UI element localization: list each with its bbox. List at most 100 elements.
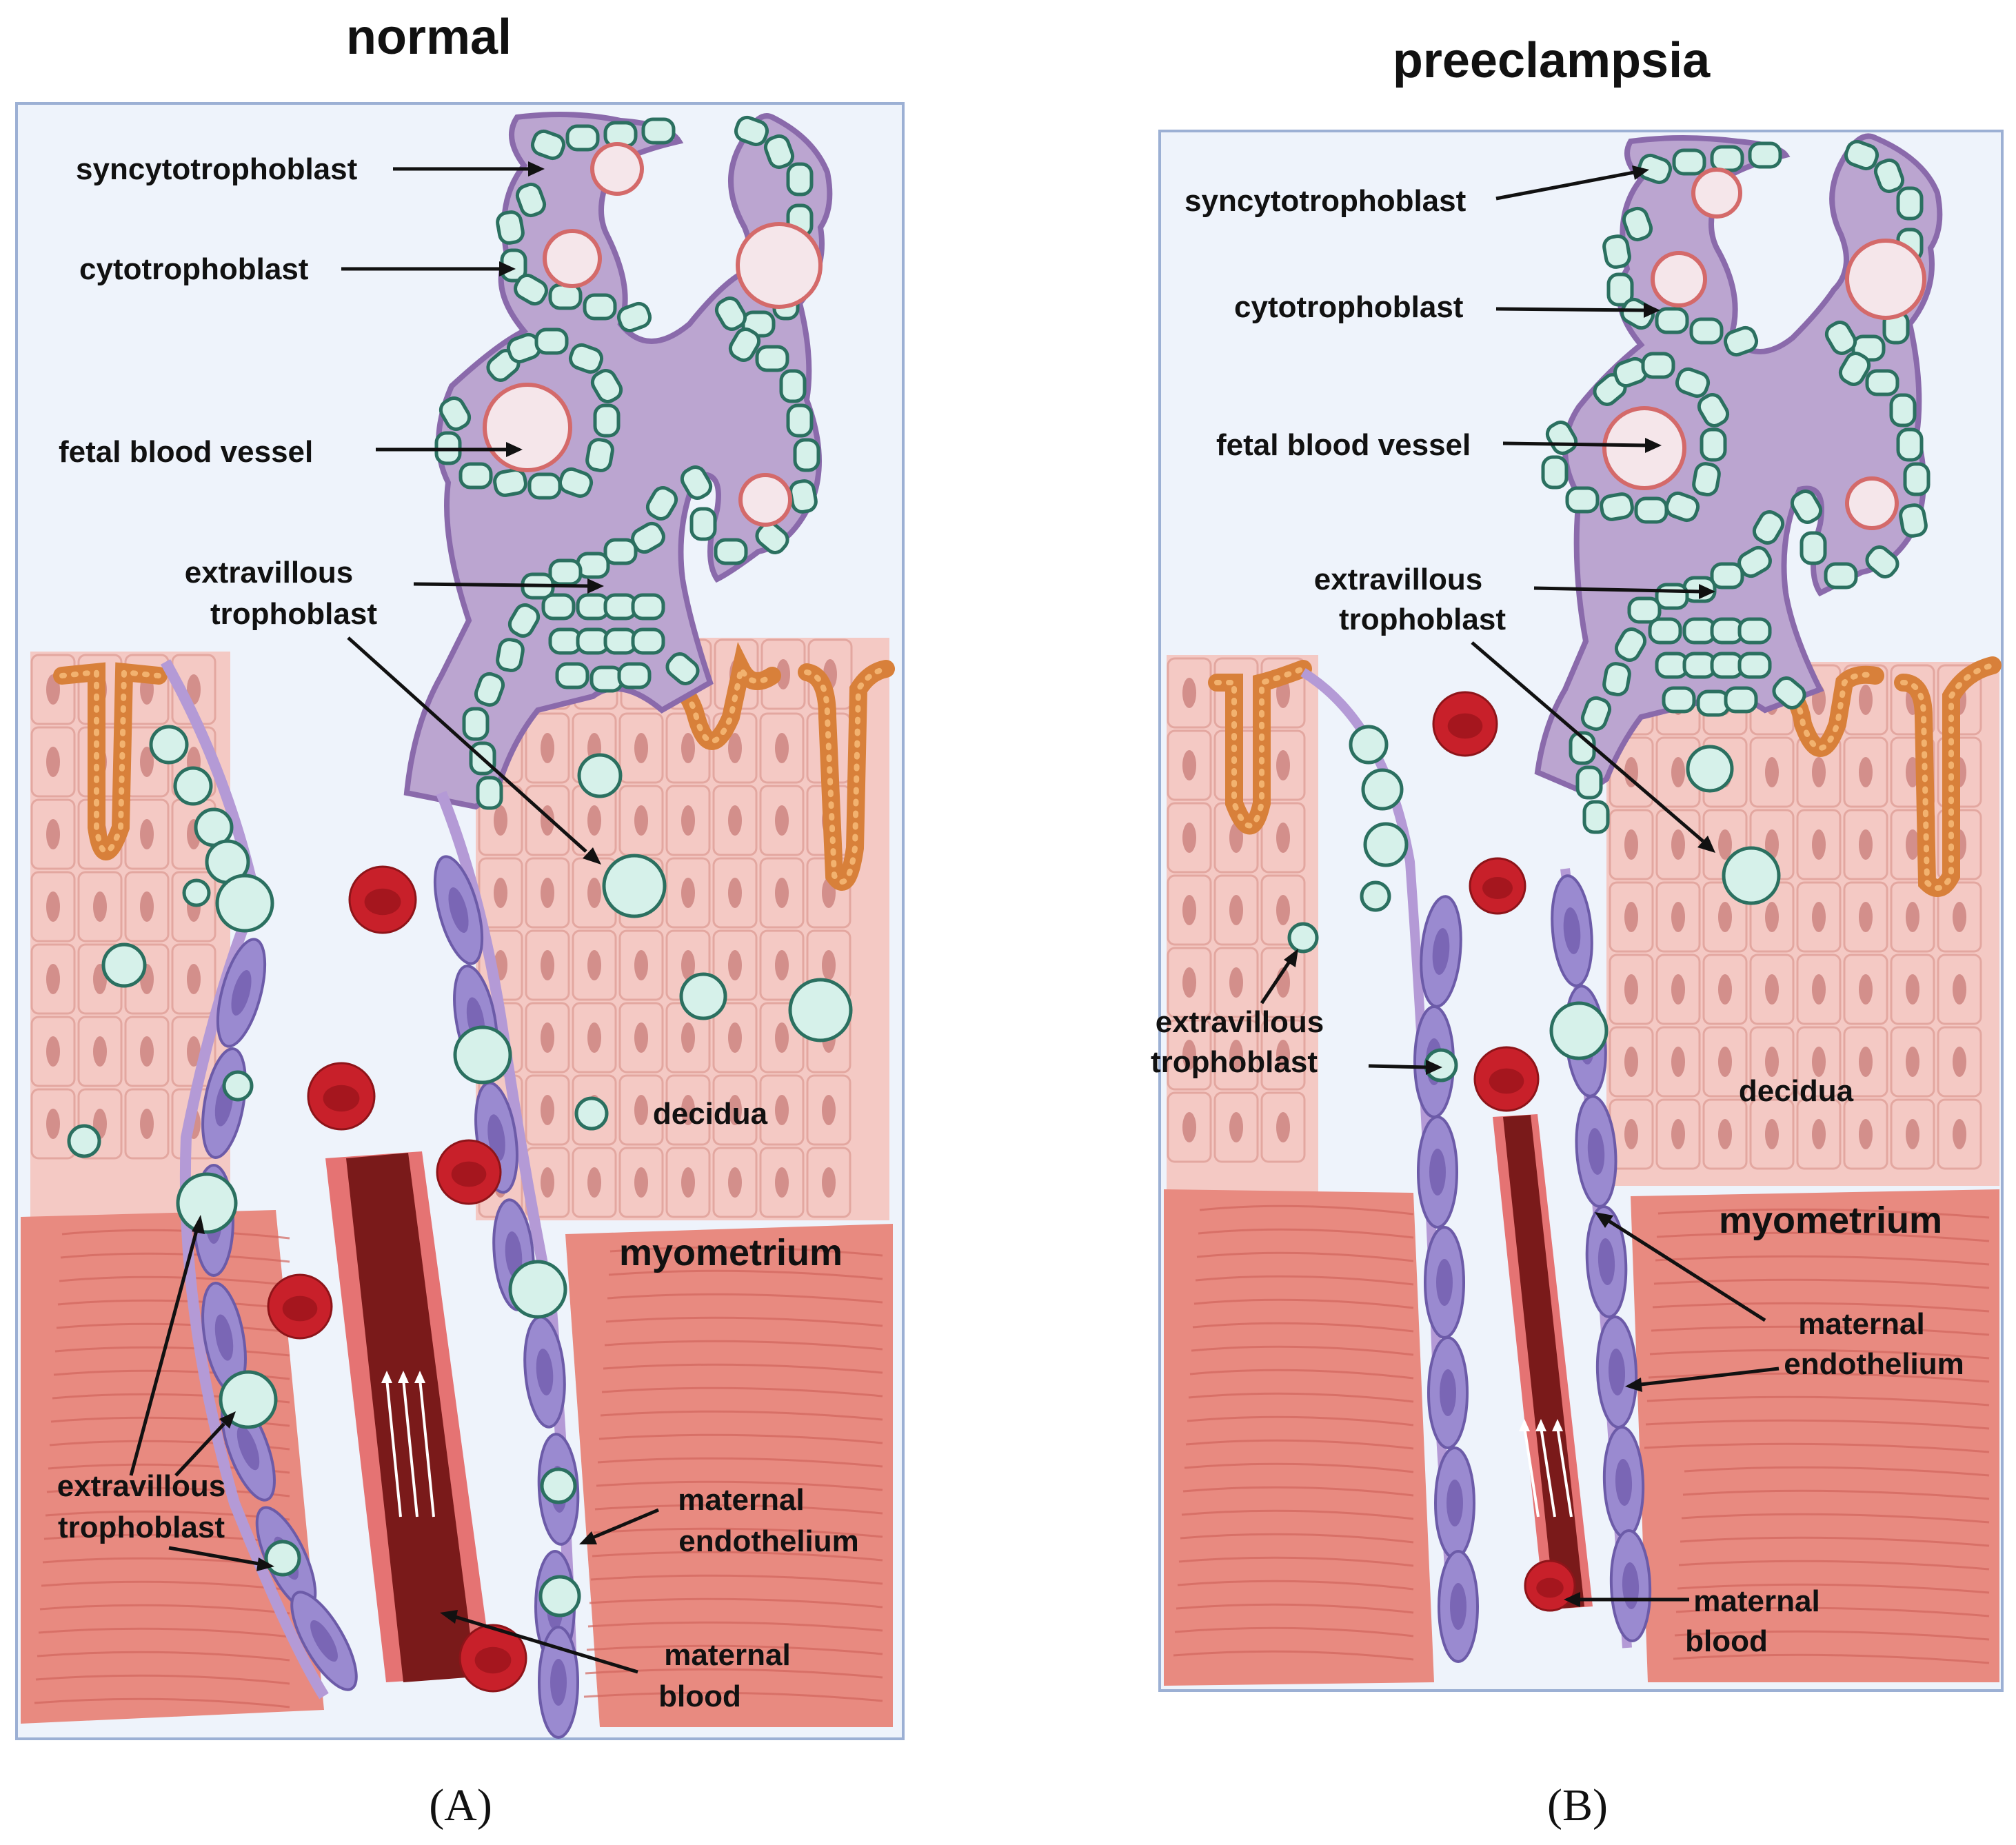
cytotrophoblast-cell [1737,617,1772,645]
caption-b: (B) [1547,1780,1608,1831]
blood-flow-arrows-a [381,1371,435,1518]
myometrium-fiber [61,1229,290,1240]
gland-a-3-cells [804,666,889,885]
myometrium-fiber [1656,1231,1990,1242]
myometrium-fiber [1649,1349,1990,1360]
decidua-nucleus [541,878,554,908]
decidua-nucleus [681,950,695,980]
decidua-nucleus [494,878,507,908]
label-b-myometrium: myometrium [1719,1200,1942,1241]
myometrium-fiber [1681,1513,1990,1524]
label-b-ev-top-2: trophoblast [1339,603,1506,636]
myometrium-fiber [1680,1536,1990,1547]
extravillous-cells-a [67,725,853,1617]
red-blood-cell-center [323,1085,360,1112]
flow-arrow [1556,1426,1573,1518]
cytotrophoblast-cell [474,672,505,707]
extravillous-cell [602,854,667,918]
cytotrophoblast-cell [583,293,617,321]
caption-b-text: (B) [1547,1780,1608,1831]
arrow-b-ev-top-1 [1533,586,1701,594]
cytotrophoblast-cell [1582,800,1610,834]
cytotrophoblast-cell [1697,393,1730,427]
decidua-nucleus [93,891,107,922]
decidua-nucleus [681,1095,695,1125]
gland-a-1-cells [59,669,161,854]
cytotrophoblast-cell [585,438,614,472]
endothelial-nucleus [310,1620,338,1662]
extravillous-cell [538,1575,581,1617]
cytotrophoblast-cell [565,124,600,152]
label-b-blood-1: maternal [1693,1584,1820,1618]
decidua-nucleus [1624,974,1638,1005]
cytotrophoblast-cell [1889,393,1917,427]
cytotrophoblast-cell [641,117,676,145]
decidua-nucleus [1859,974,1873,1005]
label-a-endo-2: endothelium [678,1524,859,1558]
myometrium-fiber [1184,1462,1414,1473]
cytotrophoblast-cell [590,369,623,403]
decidua-nucleus [1812,974,1826,1005]
decidua-nucleus [1182,967,1196,998]
cytotrophoblast-cell [616,301,652,333]
decidua-nucleus [775,950,789,980]
cytotrophoblast-cell [714,296,747,331]
extravillous-cell [1686,745,1734,793]
myometrium-fiber [1193,1298,1414,1309]
cytotrophoblast-cell [1710,652,1744,679]
decidua-nucleus [1812,829,1826,860]
arrowhead-b-ev-bottom-1 [1284,949,1298,967]
cytotrophoblast-cell [1896,186,1924,221]
arrowhead-b-ev-bottom-2 [1426,1060,1442,1075]
myometrium-fiber [1684,1466,1990,1477]
decidua-nucleus [1671,1047,1685,1077]
flow-arrow [385,1378,402,1518]
arrowhead-a-blood [440,1610,458,1624]
decidua-nucleus [1765,1047,1779,1077]
flow-arrow [1540,1426,1556,1518]
myometrium-fiber [1180,1533,1414,1544]
decidua-nucleus [1765,757,1779,787]
myometrium-fiber [41,1580,290,1591]
cytotrophoblast-cell [514,273,548,306]
cytotrophoblast-cell [1575,765,1603,800]
extravillous-cell [1722,846,1781,905]
cytotrophoblast-cell [1541,455,1569,490]
decidua-nucleus [1182,1040,1196,1070]
decidua-nucleus [775,733,789,763]
decidua-nucleus [681,805,695,836]
label-a-myometrium: myometrium [619,1232,843,1273]
arrow-b-ev-bottom-2 [1368,1064,1428,1069]
endothelial-nucleus [505,1231,523,1278]
decidua-nucleus [1229,895,1243,925]
label-a-fetal: fetal blood vessel [59,435,313,469]
cytotrophoblast-cell [476,776,503,810]
blood-flow-arrows-b [1519,1419,1573,1518]
cytotrophoblast-cell [1634,496,1669,524]
cytotrophoblast-cell [603,627,638,655]
arrowhead-b-ev-top-1 [1699,584,1715,599]
myometrium-fiber [1678,1560,1990,1571]
decidua-nucleus [1671,974,1685,1005]
decidua-nucleus [1718,1047,1732,1077]
myometrium-fiber [583,1691,883,1702]
cytotrophoblast-cell [755,345,789,372]
decidua-nucleus [93,1036,107,1067]
cytotrophoblast-cell [1641,352,1675,379]
myometrium-fiber [586,1644,883,1655]
cytotrophoblast-cell [1865,545,1899,578]
myometrium-fiber [603,1363,883,1374]
decidua-nucleus [1276,750,1290,780]
decidua-nucleus [1812,902,1826,932]
decidua-nucleus [1182,823,1196,853]
decidua-nucleus [587,1167,601,1198]
gland-b-3-cells [1900,663,1995,891]
myometrium-fiber [37,1651,290,1662]
decidua-nucleus [1671,829,1685,860]
extravillous-cell [264,1540,301,1577]
endothelial-nucleus [1447,1480,1463,1526]
cytotrophoblast-cell [1689,317,1724,345]
cytotrophoblast-cell [1710,145,1744,172]
myometrium-fiber [1188,1392,1414,1403]
flow-arrowhead [1519,1419,1530,1431]
